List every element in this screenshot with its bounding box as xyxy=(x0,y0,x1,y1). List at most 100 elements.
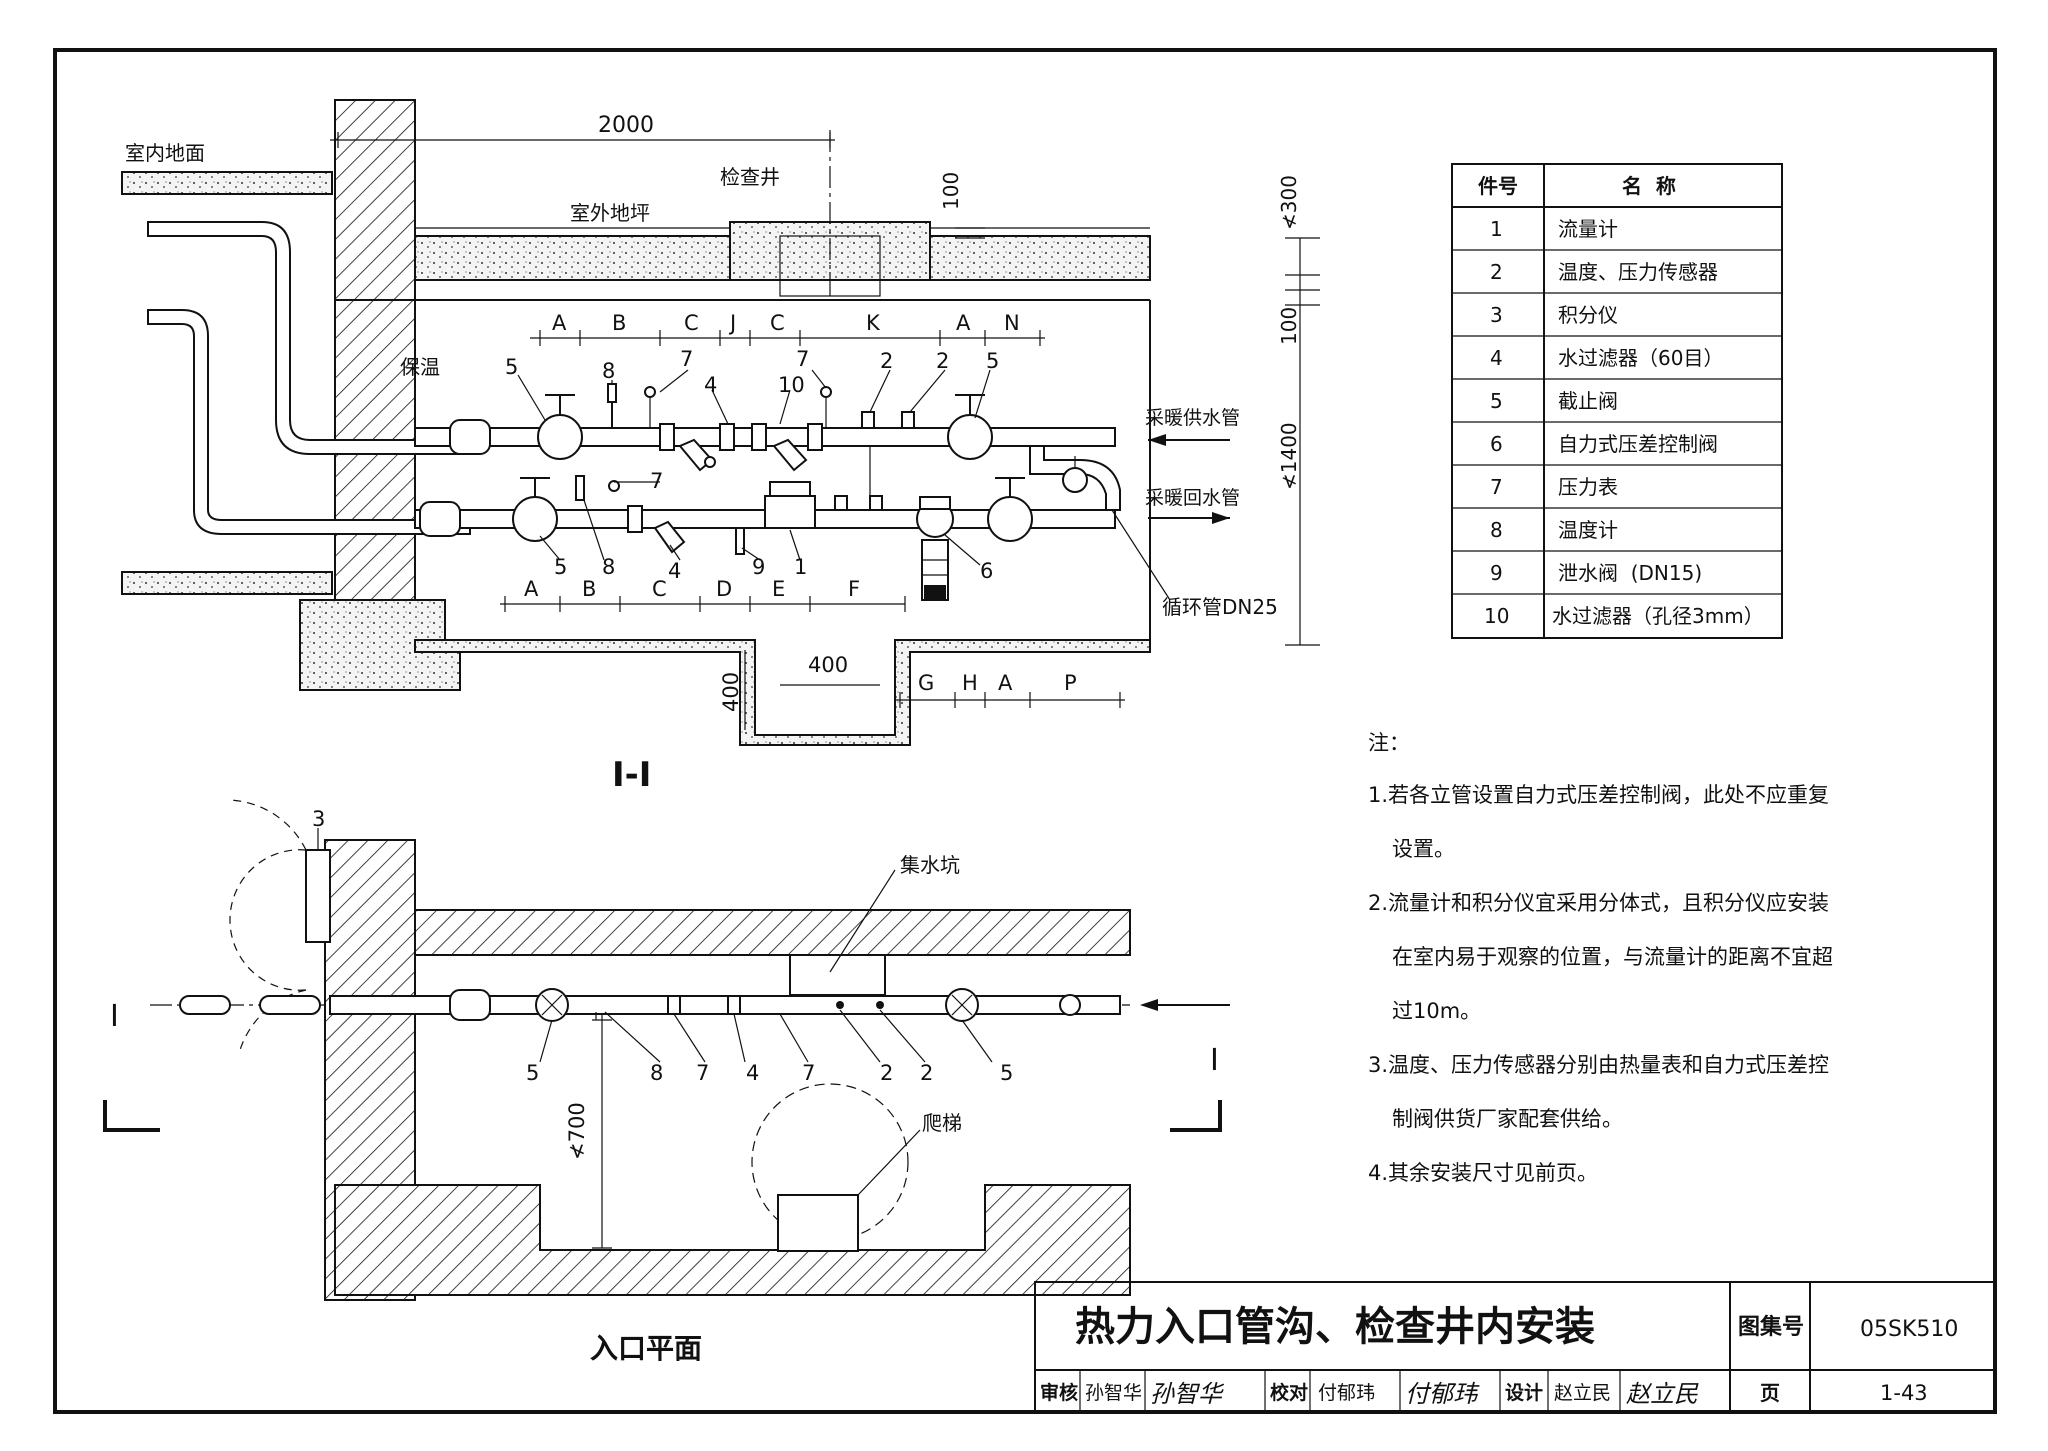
svg-text:水过滤器（孔径3mm）: 水过滤器（孔径3mm） xyxy=(1552,604,1764,628)
svg-text:5: 5 xyxy=(526,1061,539,1085)
indoor-lower-slab xyxy=(121,571,333,595)
indoor-floor-slab xyxy=(121,171,333,195)
svg-text:4: 4 xyxy=(1490,346,1503,370)
svg-text:4: 4 xyxy=(746,1061,759,1085)
svg-text:1: 1 xyxy=(794,555,807,579)
svg-text:7: 7 xyxy=(696,1061,709,1085)
upper-dim-line xyxy=(530,330,1045,346)
svg-text:E: E xyxy=(772,577,785,601)
section-leaders xyxy=(517,369,1171,601)
plan-pipe xyxy=(329,995,1121,1015)
plan-title: 入口平面 xyxy=(590,1332,702,1365)
svg-text:A: A xyxy=(524,577,539,601)
svg-text:5: 5 xyxy=(1490,389,1503,413)
svg-text:7: 7 xyxy=(796,347,809,371)
checker-signature: 付郁玮 xyxy=(1405,1380,1480,1408)
return-pipe-label: 采暖回水管 xyxy=(1145,487,1240,509)
note-line: 在室内易于观察的位置，与流量计的距离不宜超 xyxy=(1392,945,1833,969)
page-number: 1-43 xyxy=(1880,1381,1928,1405)
svg-text:G: G xyxy=(918,671,934,695)
supply-valve-left xyxy=(537,394,583,460)
svg-text:7: 7 xyxy=(650,469,663,493)
svg-text:5: 5 xyxy=(554,555,567,579)
svg-text:3: 3 xyxy=(1490,303,1503,327)
svg-text:8: 8 xyxy=(602,555,615,579)
pit-letters: G H A P xyxy=(918,671,1077,695)
atlas-number: 05SK510 xyxy=(1860,1317,1958,1342)
svg-text:C: C xyxy=(684,311,699,335)
table-header-no: 件号 xyxy=(1478,174,1518,198)
lower-dim-line xyxy=(500,596,906,612)
return-valve-right xyxy=(987,477,1033,542)
designer-name: 赵立民 xyxy=(1554,1382,1611,1404)
table-row-name: 流量计 xyxy=(1558,217,1618,241)
note-line: 设置。 xyxy=(1392,837,1455,861)
svg-text:6: 6 xyxy=(1490,432,1503,456)
svg-text:截止阀: 截止阀 xyxy=(1558,389,1618,413)
dim-100-top: 100 xyxy=(939,172,963,210)
supply-valve-right xyxy=(947,394,993,460)
svg-text:8: 8 xyxy=(650,1061,663,1085)
svg-text:7: 7 xyxy=(1490,475,1503,499)
svg-text:K: K xyxy=(866,311,881,335)
return-callouts: 7 5 8 4 9 1 6 xyxy=(554,469,993,583)
supply-pipe-label: 采暖供水管 xyxy=(1145,407,1240,429)
svg-text:D: D xyxy=(716,577,732,601)
svg-text:压力表: 压力表 xyxy=(1558,475,1618,499)
plan-callouts: 3 5 8 7 4 7 2 2 5 xyxy=(312,807,1013,1085)
svg-text:积分仪: 积分仪 xyxy=(1558,303,1618,327)
insulation-label: 保温 xyxy=(400,355,440,379)
check-label: 校对 xyxy=(1270,1381,1308,1404)
svg-text:9: 9 xyxy=(1490,561,1503,585)
ladder xyxy=(777,1194,859,1252)
svg-text:J: J xyxy=(728,311,736,335)
sump-label: 集水坑 xyxy=(900,853,960,877)
svg-text:6: 6 xyxy=(980,559,993,583)
svg-text:8: 8 xyxy=(1490,518,1503,542)
section-mark-right xyxy=(1170,1100,1222,1132)
svg-text:7: 7 xyxy=(802,1061,815,1085)
lower-letters: A B C D E F xyxy=(524,577,860,601)
inspection-well-label: 检查井 xyxy=(720,165,780,189)
svg-text:4: 4 xyxy=(704,373,717,397)
svg-text:N: N xyxy=(1004,311,1020,335)
note-line: 3.温度、压力传感器分别由热量表和自力式压差控 xyxy=(1368,1053,1829,1077)
section-view xyxy=(121,99,1320,746)
sump-pit xyxy=(789,954,886,996)
plan-view xyxy=(103,799,1230,1301)
circulation-pipe-label: 循环管DN25 xyxy=(1162,595,1278,619)
reviewer-name: 孙智华 xyxy=(1085,1382,1142,1404)
outdoor-floor-label: 室外地坪 xyxy=(570,201,650,225)
drain-valve xyxy=(735,527,745,555)
svg-text:C: C xyxy=(652,577,667,601)
svg-text:10: 10 xyxy=(1484,604,1509,628)
svg-text:3: 3 xyxy=(312,807,325,831)
svg-text:7: 7 xyxy=(680,347,693,371)
svg-text:2: 2 xyxy=(936,349,949,373)
indoor-floor-label: 室内地面 xyxy=(125,141,205,165)
drawing-title: 热力入口管沟、检查井内安装 xyxy=(1075,1304,1595,1350)
svg-text:5: 5 xyxy=(986,349,999,373)
integrator-box xyxy=(305,849,331,943)
pit-dim-line xyxy=(895,692,1125,708)
dim-300: ≮300 xyxy=(1277,175,1301,230)
svg-text:5: 5 xyxy=(1000,1061,1013,1085)
note-line: 4.其余安装尺寸见前页。 xyxy=(1368,1161,1598,1185)
svg-text:F: F xyxy=(848,577,860,601)
note-line: 1.若各立管设置自力式压差控制阀，此处不应重复 xyxy=(1368,783,1829,807)
section-mark-left xyxy=(103,1100,160,1132)
parts-table-text: 件号 名 称 1 流量计 2 温度、压力传感器 3 积分仪 4 水过滤器（60目… xyxy=(1478,174,1764,628)
note-line: 2.流量计和积分仪宜采用分体式，且积分仪应安装 xyxy=(1368,891,1829,915)
sheet-border xyxy=(53,48,1997,1414)
svg-text:10: 10 xyxy=(778,373,805,397)
supply-callouts: 5 8 7 4 10 7 2 2 5 xyxy=(505,347,999,397)
note-line: 制阀供货厂家配套供给。 xyxy=(1392,1107,1623,1131)
notes-heading: 注： xyxy=(1368,731,1410,755)
svg-text:A: A xyxy=(552,311,567,335)
svg-text:5: 5 xyxy=(505,355,518,379)
svg-text:A: A xyxy=(998,671,1013,695)
dim-700: ≮700 xyxy=(565,1102,589,1160)
title-block xyxy=(1034,1281,1996,1413)
svg-text:自力式压差控制阀: 自力式压差控制阀 xyxy=(1558,432,1718,456)
